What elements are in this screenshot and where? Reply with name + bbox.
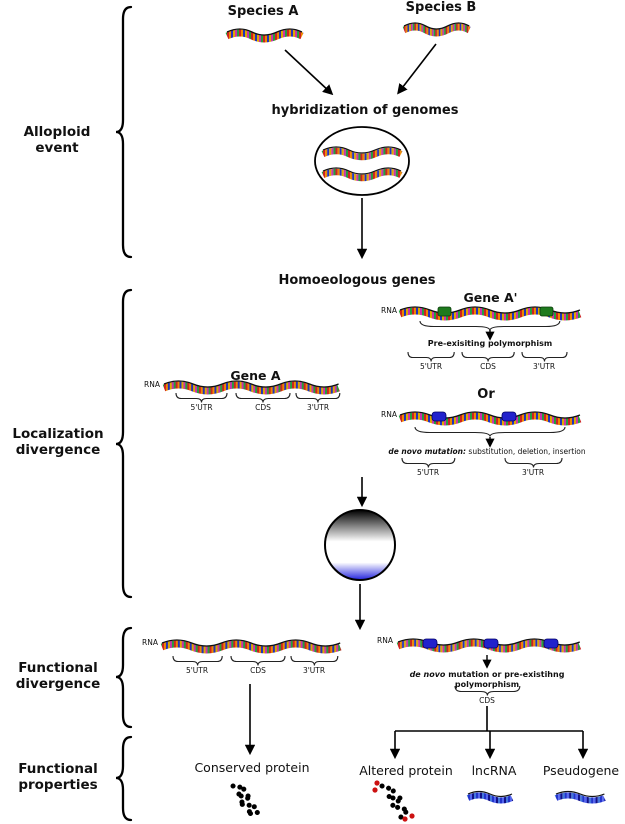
strand-functional-left: [162, 639, 340, 650]
functional-left-cds-label: CDS: [250, 666, 266, 675]
section-label-functional-properties: Functional properties: [18, 761, 98, 794]
functional-right-rna-label: RNA: [377, 636, 393, 645]
pseudogene-label: Pseudogene: [542, 763, 620, 778]
gene-a-underbraces: [175, 392, 341, 404]
functional-left-utr3-label: 3'UTR: [302, 666, 326, 675]
denovo-mutation-note-em: de novo mutation:: [388, 447, 467, 456]
gene-a-prime-title: Gene A': [463, 290, 518, 305]
functional-left-rna-label: RNA: [142, 638, 158, 647]
mutation-block-3: [422, 638, 438, 649]
variant2-underbraces: [401, 457, 563, 469]
altered-residue-red-1: [374, 780, 380, 786]
functional-right-note-em: de novo: [409, 670, 446, 679]
mutation-block-5: [543, 638, 559, 649]
functional-right-note-rest: mutation or pre-existihng polymorphism: [445, 670, 565, 689]
preexisting-polymorphism-note: Pre-exisiting polymorphism: [427, 339, 553, 348]
strand-hybrid-1: [323, 146, 401, 157]
variant2-utr3-label: 3'UTR: [521, 468, 545, 477]
gene-a-prime-cds-underbrace: [461, 351, 515, 363]
gene-a-prime-utr3-label: 3'UTR: [532, 362, 556, 371]
functional-left-underbraces: [172, 655, 339, 667]
functional-left-utr5-label: 5'UTR: [185, 666, 209, 675]
mutation-block-1: [431, 411, 447, 422]
hybridization-label: hybridization of genomes: [271, 103, 459, 118]
strand-functional-right: [398, 638, 580, 649]
arrow-species-b-to-hybridization: [397, 43, 437, 95]
variant2-utr5-label: 5'UTR: [416, 468, 440, 477]
variant2-utr3-underbrace: [504, 457, 563, 469]
gene-a-prime-rna-label: RNA: [381, 306, 397, 315]
species-a-label: Species A: [227, 4, 299, 19]
species-b-label: Species B: [405, 0, 477, 15]
altered-residue-red-3: [402, 816, 408, 822]
gene-a-prime-utr5-label: 5'UTR: [419, 362, 443, 371]
gene-a-prime-utr3-underbrace: [521, 351, 568, 363]
homoeologous-genes-label: Homoeologous genes: [278, 273, 436, 288]
strand-gene-a-prime: [400, 306, 580, 317]
altered-protein-chain: [372, 780, 415, 822]
strand-species-b: [404, 22, 469, 33]
gene-a-cds-underbrace: [235, 392, 291, 404]
branch-lines: [395, 706, 583, 732]
gene-a-utr5-underbrace: [175, 392, 228, 404]
section-braces: [115, 5, 133, 822]
polymorphism-block-1: [437, 306, 452, 317]
section-label-alloploid: Alloploid event: [23, 124, 91, 157]
mutation-block-4: [483, 638, 499, 649]
altered-residue-red-4: [409, 813, 415, 819]
functional-left-utr3-underbrace: [290, 655, 339, 667]
polymorphism-block-2: [539, 306, 554, 317]
altered-protein-label: Altered protein: [359, 763, 453, 778]
variant2-span-underbrace: [413, 425, 567, 438]
strand-variant2: [400, 411, 580, 422]
gene-a-utr3-label: 3'UTR: [306, 403, 330, 412]
section-label-localization: Localization divergence: [12, 426, 104, 459]
lncrna-strand: [468, 790, 512, 801]
gene-a-utr3-underbrace: [295, 392, 341, 404]
mutation-block-2: [501, 411, 517, 422]
selection-gradient-circle: [324, 509, 396, 581]
pseudogene-strand: [556, 790, 604, 801]
altered-residue-red-2: [372, 787, 378, 793]
denovo-mutation-note-rest: substitution, deletion, insertion: [466, 447, 586, 456]
functional-right-cds-label: CDS: [479, 696, 495, 705]
conserved-protein-label: Conserved protein: [194, 760, 310, 775]
or-label: Or: [477, 387, 495, 402]
strand-species-a: [227, 28, 302, 39]
functional-properties-brace: [115, 735, 133, 822]
arrow-species-a-to-hybridization: [284, 49, 334, 96]
variant2-utr5-underbrace: [401, 457, 456, 469]
alloploid-brace: [115, 5, 133, 259]
gene-a-utr5-label: 5'UTR: [190, 403, 213, 412]
functional-divergence-brace: [115, 626, 133, 729]
functional-left-utr5-underbrace: [172, 655, 223, 667]
gene-a-rna-label: RNA: [144, 380, 160, 389]
denovo-mutation-note: de novo mutation: substitution, deletion…: [380, 447, 594, 456]
localization-brace: [115, 288, 133, 599]
hybrid-cell-ellipse: [314, 126, 410, 196]
functional-right-note: de novo mutation or pre-existihng polymo…: [377, 670, 597, 689]
gene-a-cds-label: CDS: [255, 403, 271, 412]
conserved-protein-chain: [230, 783, 264, 818]
gene-a-prime-underbraces: [407, 351, 568, 363]
gene-a-title: Gene A: [230, 368, 281, 383]
gene-a-prime-span-underbrace: [418, 319, 562, 332]
gene-a-prime-utr5-underbrace: [407, 351, 455, 363]
strand-hybrid-2: [323, 167, 401, 178]
lncrna-label: lncRNA: [471, 763, 517, 778]
functional-left-cds-underbrace: [230, 655, 286, 667]
variant2-rna-label: RNA: [381, 410, 397, 419]
gene-a-prime-cds-label: CDS: [480, 362, 496, 371]
section-label-functional-divergence: Functional divergence: [15, 660, 101, 693]
